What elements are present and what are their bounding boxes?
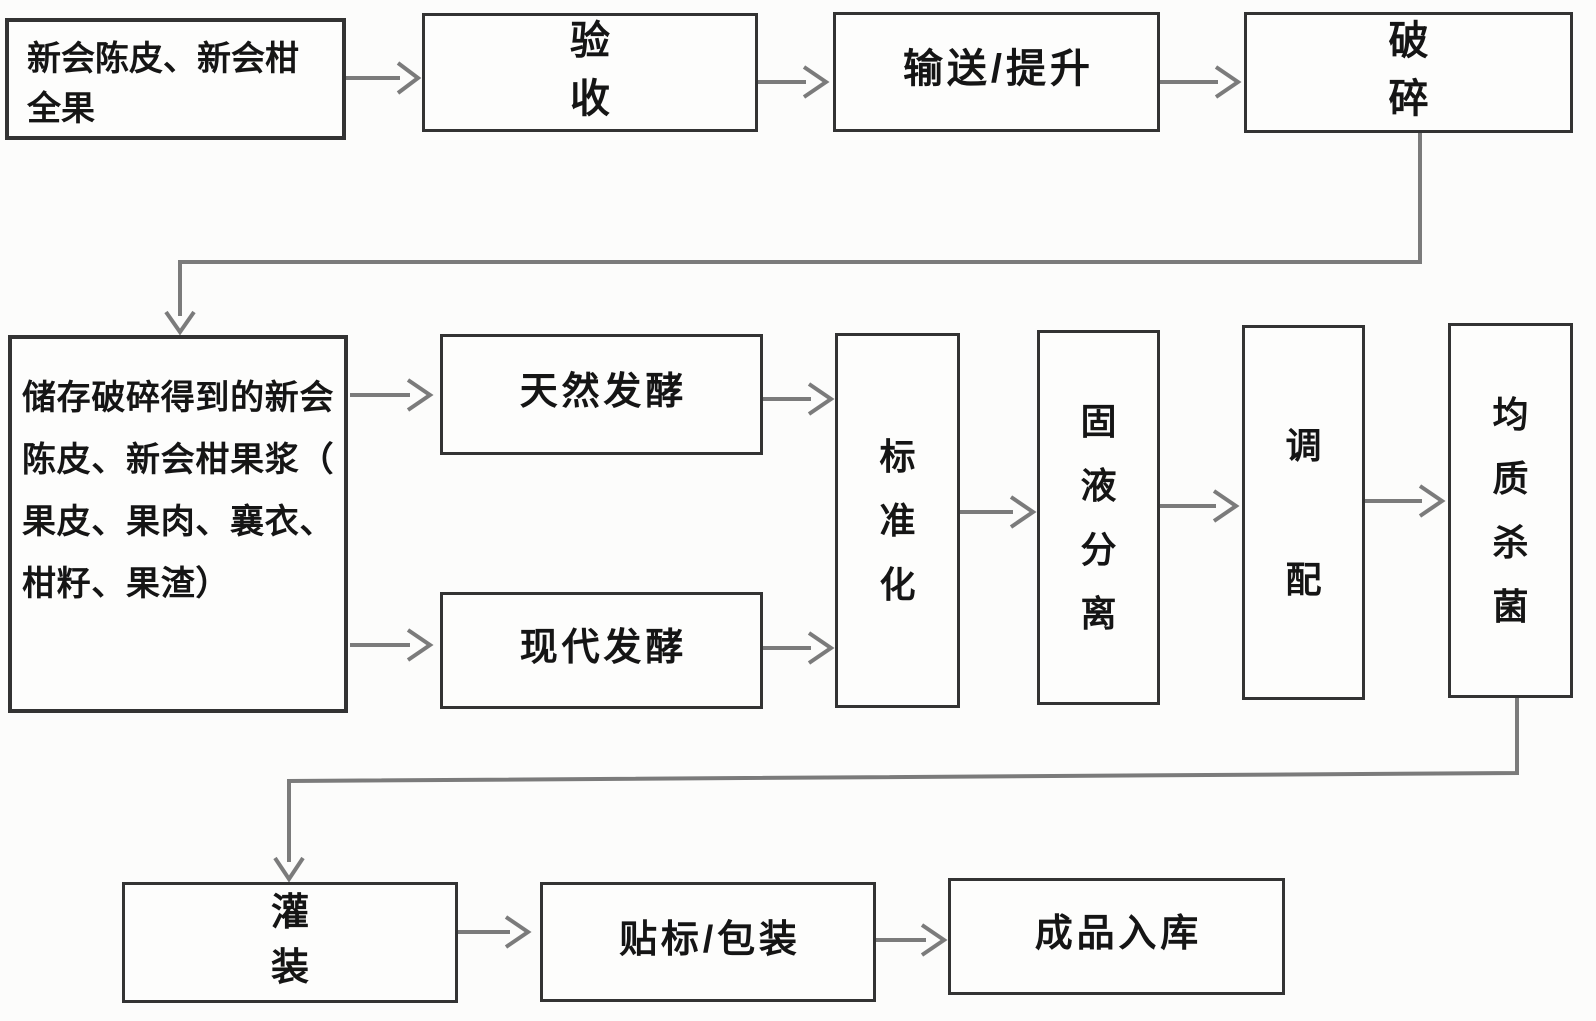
node-finished-goods-warehouse: 成品入库 <box>948 878 1285 995</box>
node-modern-fermentation: 现代发酵 <box>440 592 763 709</box>
node-solid-liquid-separation: 固液分离 <box>1037 330 1160 705</box>
node-blending: 调配 <box>1242 325 1365 700</box>
storage-line-2: 陈皮、新会柑果浆（ <box>22 441 335 479</box>
storage-line-1: 储存破碎得到的新会 <box>22 379 335 417</box>
arrow-filling-to-labeling <box>458 915 532 949</box>
arrow-modern-to-standardization <box>763 631 835 665</box>
arrow-separation-to-blending <box>1160 489 1240 523</box>
storage-line-3: 果皮、果肉、襄衣、 <box>22 503 335 541</box>
arrow-raw-to-acceptance <box>346 61 422 95</box>
node-conveying: 输送/提升 <box>833 12 1160 132</box>
raw-material-line-1: 新会陈皮、新会柑 <box>27 40 299 78</box>
arrow-crushing-to-storage <box>164 133 1422 336</box>
arrow-blending-to-homogenize <box>1365 484 1446 518</box>
arrow-labeling-to-warehouse <box>876 923 948 957</box>
node-raw-material: 新会陈皮、新会柑 全果 <box>5 18 346 140</box>
arrow-storage-to-natural <box>350 378 434 412</box>
node-labeling-packaging: 贴标/包装 <box>540 882 876 1002</box>
node-crushing: 破碎 <box>1244 12 1573 133</box>
arrow-storage-to-modern <box>350 628 434 662</box>
node-natural-fermentation: 天然发酵 <box>440 334 763 455</box>
arrow-acceptance-to-conveying <box>758 65 830 99</box>
arrow-conveying-to-crushing <box>1160 65 1242 99</box>
node-homogenize-sterilize: 均质杀菌 <box>1448 323 1573 698</box>
node-standardization: 标准化 <box>835 333 960 708</box>
node-acceptance: 验收 <box>422 13 758 132</box>
arrow-natural-to-standardization <box>763 382 835 416</box>
storage-line-4: 柑籽、果渣） <box>22 565 231 603</box>
arrow-standardization-to-separation <box>960 495 1037 529</box>
node-filling: 灌装 <box>122 882 458 1003</box>
arrow-homogenize-to-filling <box>273 698 1519 883</box>
node-storage: 储存破碎得到的新会 陈皮、新会柑果浆（ 果皮、果肉、襄衣、 柑籽、果渣） <box>8 335 348 713</box>
raw-material-line-2: 全果 <box>27 90 95 128</box>
